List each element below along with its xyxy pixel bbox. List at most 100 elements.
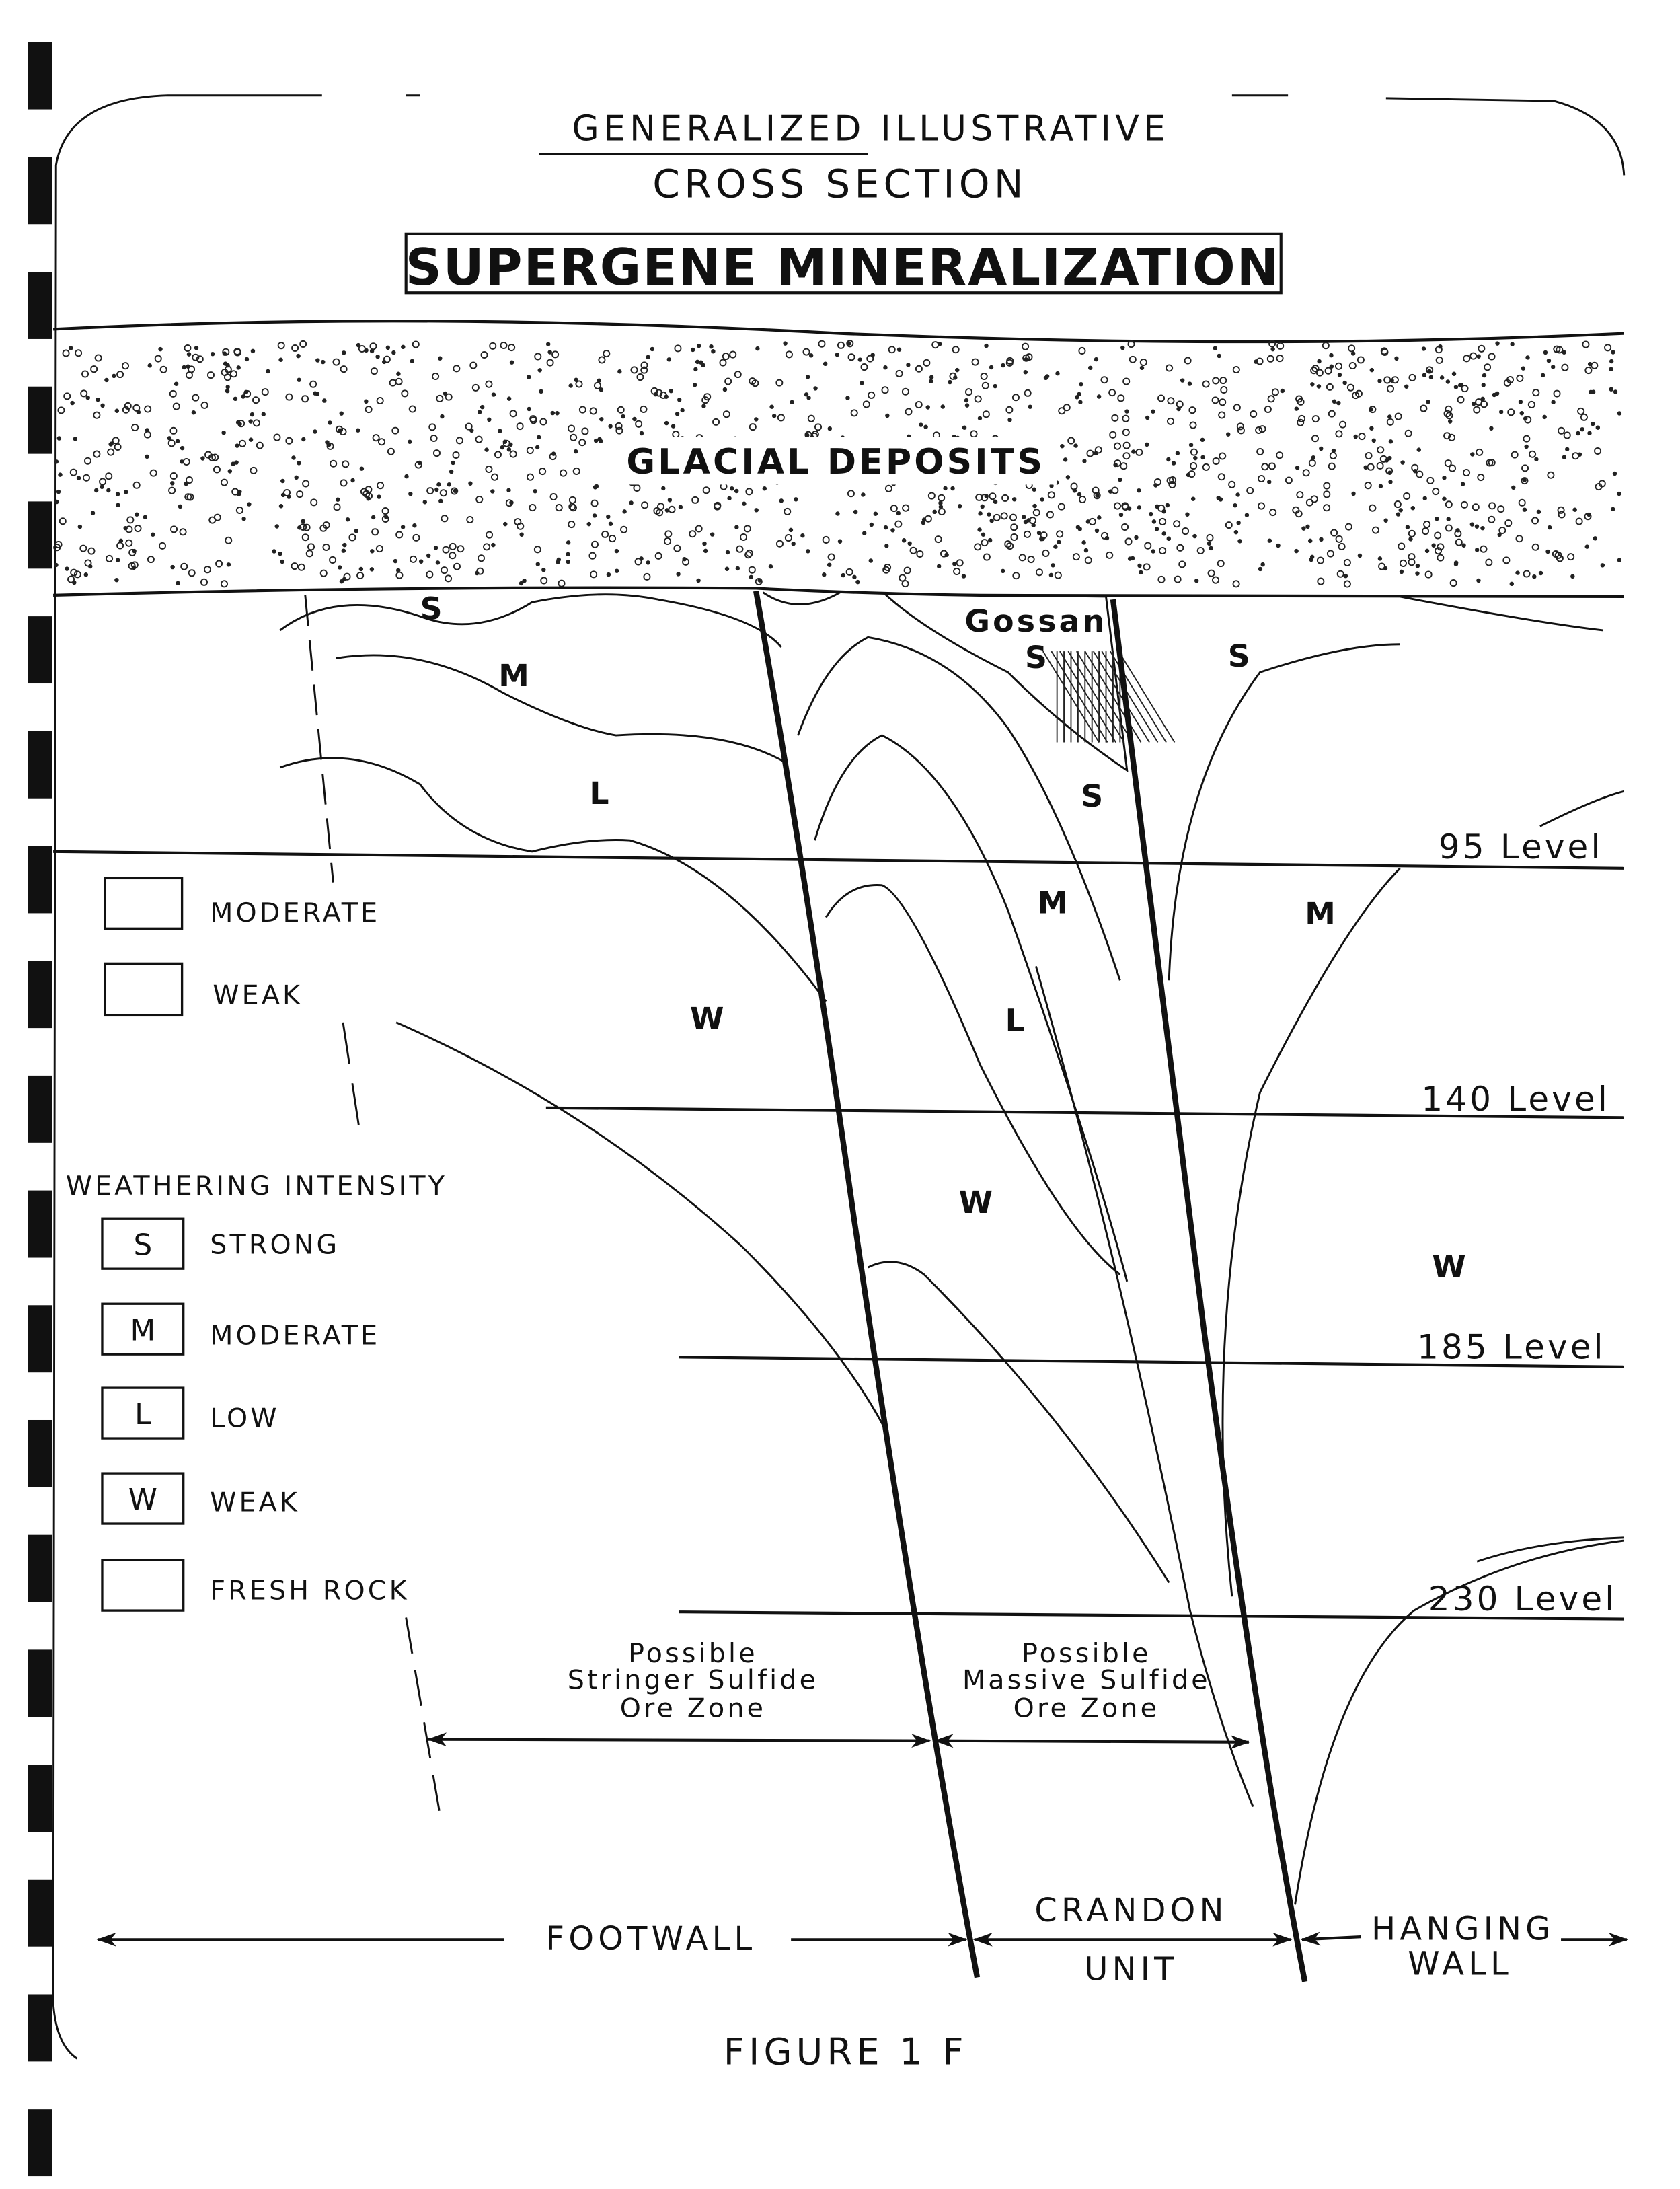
gravel-dot [297,563,305,571]
gravel-dot [1260,562,1265,567]
gravel-dot [58,472,63,477]
gravel-dot [79,544,87,552]
gravel-dot [541,567,546,572]
gravel-dot [790,400,794,405]
gravel-dot [96,397,100,402]
gravel-dot [426,553,431,558]
gravel-dot [1547,525,1552,530]
gravel-dot [1108,389,1116,397]
gravel-dot [285,437,293,445]
gravel-dot [640,361,648,369]
gravel-dot [210,351,215,357]
gravel-dot [1498,410,1504,414]
gravel-dot [1521,366,1526,371]
gravel-dot [1120,345,1125,350]
gravel-dot [650,387,658,395]
gravel-dot [1258,474,1266,482]
gravel-dot [1365,452,1373,460]
gravel-dot [1009,513,1018,521]
gravel-dot [775,379,784,387]
gravel-dot [640,405,648,413]
gravel-dot [301,533,309,542]
level-185: 185 Level [1417,1327,1606,1366]
gravel-dot [440,566,449,574]
gravel-dot [1357,356,1365,364]
gravel-dot [69,468,77,476]
gravel-dot [1388,439,1393,444]
gravel-dot [944,552,949,557]
gravel-dot [1455,538,1463,546]
gravel-dot [1572,507,1577,512]
gravel-dot [1166,457,1171,462]
gravel-dot [1328,462,1336,470]
gravel-dot [342,460,350,468]
gravel-dot [432,373,440,381]
gravel-dot [1305,524,1310,529]
binding-mark [28,1994,52,2062]
gravel-dot [668,505,676,513]
gravel-dot [280,492,286,498]
gravel-dot [1010,533,1018,542]
gravel-dot [426,570,434,579]
gravel-dot [916,550,924,558]
gravel-dot [1085,519,1091,524]
gravel-dot [1484,363,1492,371]
gravel-dot [1449,579,1457,587]
gravel-dot [404,474,409,479]
title-box [404,232,1283,295]
gravel-dot [519,581,524,586]
gravel-dot [1334,362,1343,370]
gravel-dot [881,386,889,394]
gravel-dot [1316,384,1322,389]
gravel-dot [124,402,132,410]
gravel-dot [1005,406,1014,414]
gravel-dot [943,486,948,491]
gravel-dot [800,533,805,538]
gravel-dot [1271,388,1279,396]
gravel-dot [1078,346,1086,355]
gravel-dot [608,521,613,526]
gravel-dot [862,531,867,535]
gravel-dot [1058,407,1066,415]
gravel-dot [436,394,444,402]
gravel-dot [1276,342,1285,350]
gravel-dot [1233,503,1237,508]
gravel-dot [465,422,473,431]
gravel-dot [1024,530,1032,538]
gravel-dot [435,560,441,565]
gravel-dot [806,396,811,400]
gravel-dot [1122,414,1130,422]
gravel-dot [158,346,163,352]
gravel-dot [1322,342,1330,350]
gravel-dot [1593,536,1598,541]
gravel-dot [369,342,377,350]
gravel-dot [1344,523,1352,531]
gravel-dot [1143,563,1151,571]
gravel-dot [1207,569,1215,577]
gravel-dot [359,466,365,471]
gravel-dot [1575,517,1583,525]
gravel-dot [1044,374,1050,379]
gravel-dot [393,558,398,564]
gravel-dot [1388,480,1393,484]
gravel-dot [982,410,990,418]
gravel-dot [1478,344,1486,353]
gravel-dot [1435,356,1443,364]
gravel-dot [1212,457,1220,465]
gravel-dot [309,380,317,388]
gravel-dot [921,517,927,522]
hanging-label: HANGING [1371,1910,1554,1947]
weathering-legend: WEATHERING INTENSITY S STRONG M MODERATE… [66,1171,445,1612]
gravel-dot [905,408,913,416]
gravel-dot [1469,522,1475,527]
gravel-dot [1534,457,1539,461]
gravel-dot [1416,470,1424,478]
gravel-dot [449,542,457,550]
gravel-dot [650,346,655,352]
gravel-dot [1023,519,1028,525]
gravel-dot [1357,553,1363,558]
gravel-dot [178,504,183,509]
gravel-dot [1145,415,1150,420]
gravel-dot [410,359,415,364]
gravel-dot [745,488,753,496]
